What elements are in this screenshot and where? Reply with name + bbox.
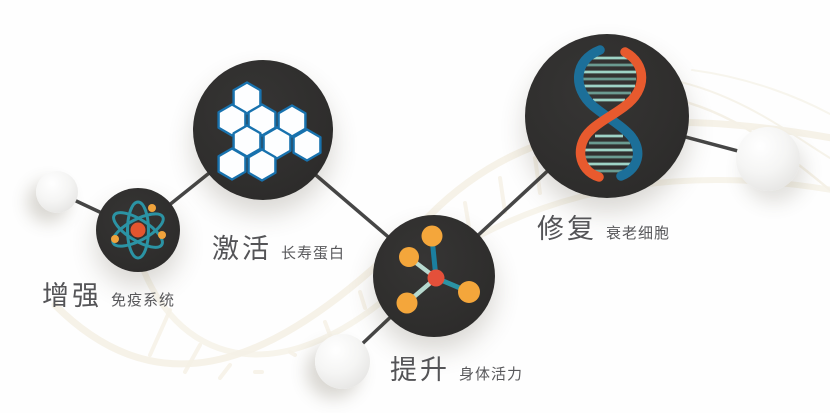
node-circle-boost [373,215,495,337]
decorative-sphere-right [736,127,800,191]
atom-icon [111,200,166,260]
decorative-sphere-left [36,171,78,213]
atom-electron [111,235,119,243]
node-circle-activate [193,60,333,200]
label-activate: 激活长寿蛋白 [212,227,345,266]
label-boost: 提升身体活力 [390,348,523,387]
label-activate-subtitle: 长寿蛋白 [281,245,346,262]
dna-watermark-wisp [671,79,830,159]
molecule-atom [396,292,418,314]
molecule-icon [396,225,480,314]
node-circle-repair [525,34,689,198]
molecule-atom [421,225,443,247]
atom-electron [158,231,166,239]
label-boost-title: 提升 [390,355,450,385]
atom-electron [148,204,156,212]
node-circle-enhance [96,188,180,272]
atom-nucleus [130,222,146,238]
label-repair-subtitle: 衰老细胞 [606,225,671,242]
molecule-atom [458,281,480,303]
hexagon-cluster-icon [217,81,322,182]
dna-helix-icon [574,45,647,182]
label-activate-title: 激活 [212,234,272,264]
label-repair-title: 修复 [537,214,597,244]
dna-rungs [581,56,636,173]
dna-strand-orange [575,47,647,182]
label-enhance-subtitle: 免疫系统 [111,292,176,309]
decorative-sphere-bottom [315,334,370,389]
molecule-atom [399,247,419,267]
label-boost-subtitle: 身体活力 [459,366,524,383]
label-enhance: 增强免疫系统 [42,274,175,313]
label-enhance-title: 增强 [42,281,102,311]
dna-watermark-wisp [691,69,830,115]
label-repair: 修复衰老细胞 [537,207,670,246]
molecule-center-atom [427,269,445,287]
